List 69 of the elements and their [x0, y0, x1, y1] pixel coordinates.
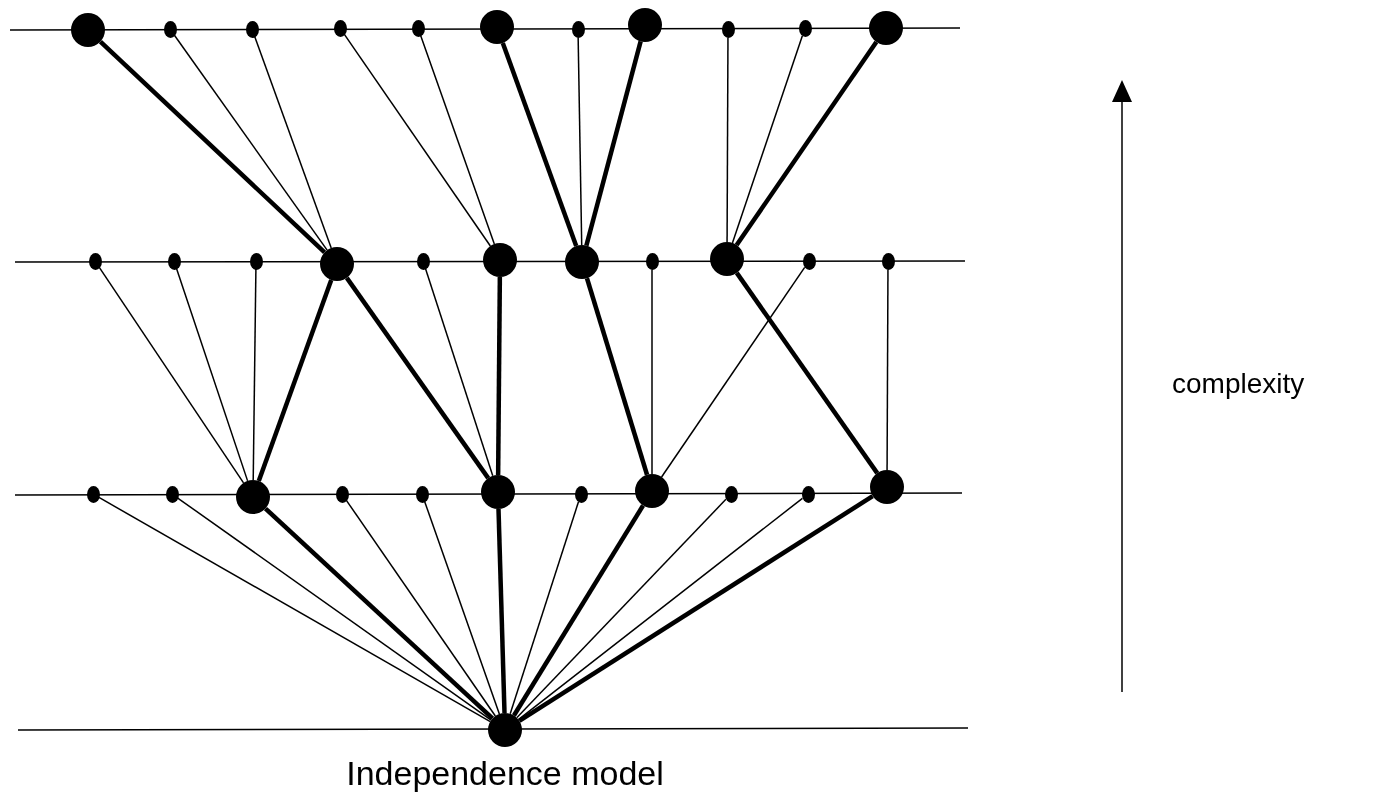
- dot-node: [333, 19, 347, 37]
- dot-node: [488, 713, 522, 747]
- connector-line: [512, 504, 645, 717]
- dot-node: [481, 475, 515, 509]
- dot-node: [483, 243, 517, 277]
- dot-node: [411, 19, 425, 37]
- dot-node: [869, 11, 903, 45]
- connector-line: [263, 506, 495, 721]
- connector-line: [495, 277, 503, 475]
- connector-line: [660, 266, 806, 478]
- dot-node: [163, 20, 177, 38]
- dot-node: [801, 485, 815, 503]
- connector-line: [345, 499, 497, 717]
- dot-node: [480, 10, 514, 44]
- dot-node: [71, 13, 105, 47]
- dot-node: [88, 252, 102, 270]
- dot-node: [249, 252, 263, 270]
- connector-line: [518, 494, 874, 723]
- connector-line: [734, 40, 879, 247]
- connector-line: [496, 508, 507, 714]
- dot-node: [870, 470, 904, 504]
- connector-line: [726, 36, 729, 243]
- dot-node: [320, 247, 354, 281]
- dot-node: [165, 485, 179, 503]
- connector-line: [516, 498, 727, 719]
- dot-node: [571, 20, 585, 38]
- connector-line: [584, 40, 643, 247]
- dot-node: [565, 245, 599, 279]
- connector-line: [584, 277, 650, 476]
- connector-line: [577, 36, 583, 246]
- dot-node: [245, 20, 259, 38]
- connector-line: [98, 40, 327, 254]
- connector-line: [98, 496, 491, 723]
- connector-line: [424, 268, 494, 477]
- dot-node: [881, 252, 895, 270]
- dot-node: [628, 8, 662, 42]
- connector-line: [731, 35, 804, 244]
- dot-node: [416, 252, 430, 270]
- connector-line: [734, 271, 880, 475]
- connector-line: [173, 34, 328, 251]
- connector-line: [176, 497, 492, 721]
- dot-node: [236, 480, 270, 514]
- connector-line: [509, 501, 580, 715]
- dot-node: [86, 485, 100, 503]
- connector-line: [886, 268, 889, 471]
- connector-line: [256, 279, 334, 482]
- dot-node: [721, 20, 735, 38]
- node-caption: Independence model: [346, 754, 664, 792]
- dot-node: [635, 474, 669, 508]
- dot-node: [798, 19, 812, 37]
- dot-node: [167, 252, 181, 270]
- connector-line: [500, 42, 579, 247]
- dot-node: [710, 242, 744, 276]
- dot-node: [645, 252, 659, 270]
- dot-node: [335, 485, 349, 503]
- dot-node: [724, 485, 738, 503]
- connector-line: [420, 34, 496, 245]
- connector-line: [651, 268, 653, 475]
- connector-line: [344, 276, 491, 480]
- connector-line: [98, 266, 245, 484]
- connector-line: [252, 268, 257, 481]
- connector-line: [175, 268, 249, 482]
- connector-line: [254, 35, 332, 249]
- axis-label: complexity: [1172, 368, 1305, 400]
- connector-line: [423, 500, 501, 715]
- dot-node: [802, 252, 816, 270]
- connector-line: [343, 33, 492, 247]
- dot-node: [415, 485, 429, 503]
- dot-node: [574, 485, 588, 503]
